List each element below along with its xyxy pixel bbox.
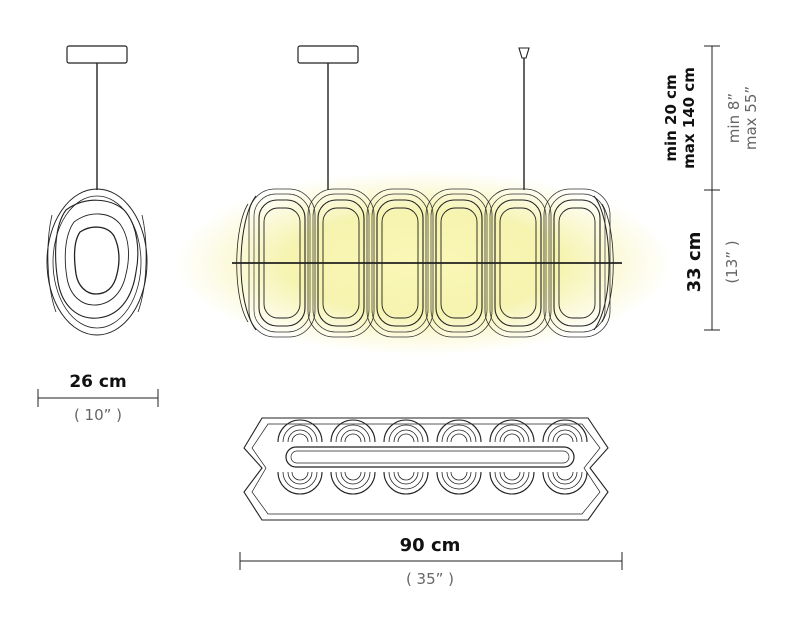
front-cable-connector — [518, 47, 530, 59]
front-end-right — [593, 195, 610, 331]
top-arch — [542, 471, 588, 495]
top-arches-upper — [277, 419, 588, 443]
top-view — [243, 417, 609, 521]
suspension-metric-max: max 140 cm — [680, 67, 698, 169]
top-arch — [383, 419, 429, 443]
top-center-slot-inner — [290, 450, 570, 464]
suspension-metric-min: min 20 cm — [662, 74, 680, 161]
top-arch — [383, 471, 429, 495]
height-imperial: (13” ) — [723, 240, 741, 283]
top-arch — [489, 471, 535, 495]
side-view: 26 cm ( 10” ) — [37, 45, 159, 424]
front-view — [176, 45, 672, 355]
side-ceiling-canopy — [66, 45, 128, 64]
front-end-left — [240, 195, 257, 331]
height-dimensions: min 20 cm max 140 cm min 8” max 55” 33 c… — [662, 45, 760, 331]
suspension-imperial-max: max 55” — [742, 86, 760, 150]
height-metric-group: 33 cm — [684, 232, 705, 293]
top-arch — [436, 419, 482, 443]
suspension-imperial-min: min 8” — [725, 93, 743, 143]
front-width-imperial: ( 35” ) — [406, 570, 454, 588]
side-width-imperial: ( 10” ) — [74, 406, 122, 424]
height-metric: 33 cm — [684, 232, 705, 293]
side-lamp-body — [46, 188, 148, 336]
top-arch — [330, 471, 376, 495]
top-arch — [436, 471, 482, 495]
suspension-metric-min-group: min 20 cm — [662, 74, 680, 161]
top-arches-lower — [277, 471, 588, 495]
side-width-metric: 26 cm — [69, 372, 126, 392]
top-arch — [489, 419, 535, 443]
front-width-dimension: 90 cm ( 35” ) — [239, 535, 623, 588]
suspension-imperial-max-group: max 55” — [742, 86, 760, 150]
side-width-dimension: 26 cm ( 10” ) — [37, 372, 159, 424]
top-arch — [330, 419, 376, 443]
suspension-imperial-min-group: min 8” — [725, 93, 743, 143]
front-width-metric: 90 cm — [400, 535, 461, 556]
top-arch — [542, 419, 588, 443]
top-center-slot — [285, 446, 575, 468]
front-ceiling-canopy — [297, 45, 359, 64]
top-outline-inner — [251, 423, 601, 515]
top-arch — [277, 419, 323, 443]
front-end-right-inner — [601, 203, 614, 323]
top-arch — [277, 471, 323, 495]
height-imperial-group: (13” ) — [723, 240, 741, 283]
top-outline — [243, 417, 609, 521]
suspension-metric-max-group: max 140 cm — [680, 67, 698, 169]
front-end-left-inner — [236, 203, 249, 323]
